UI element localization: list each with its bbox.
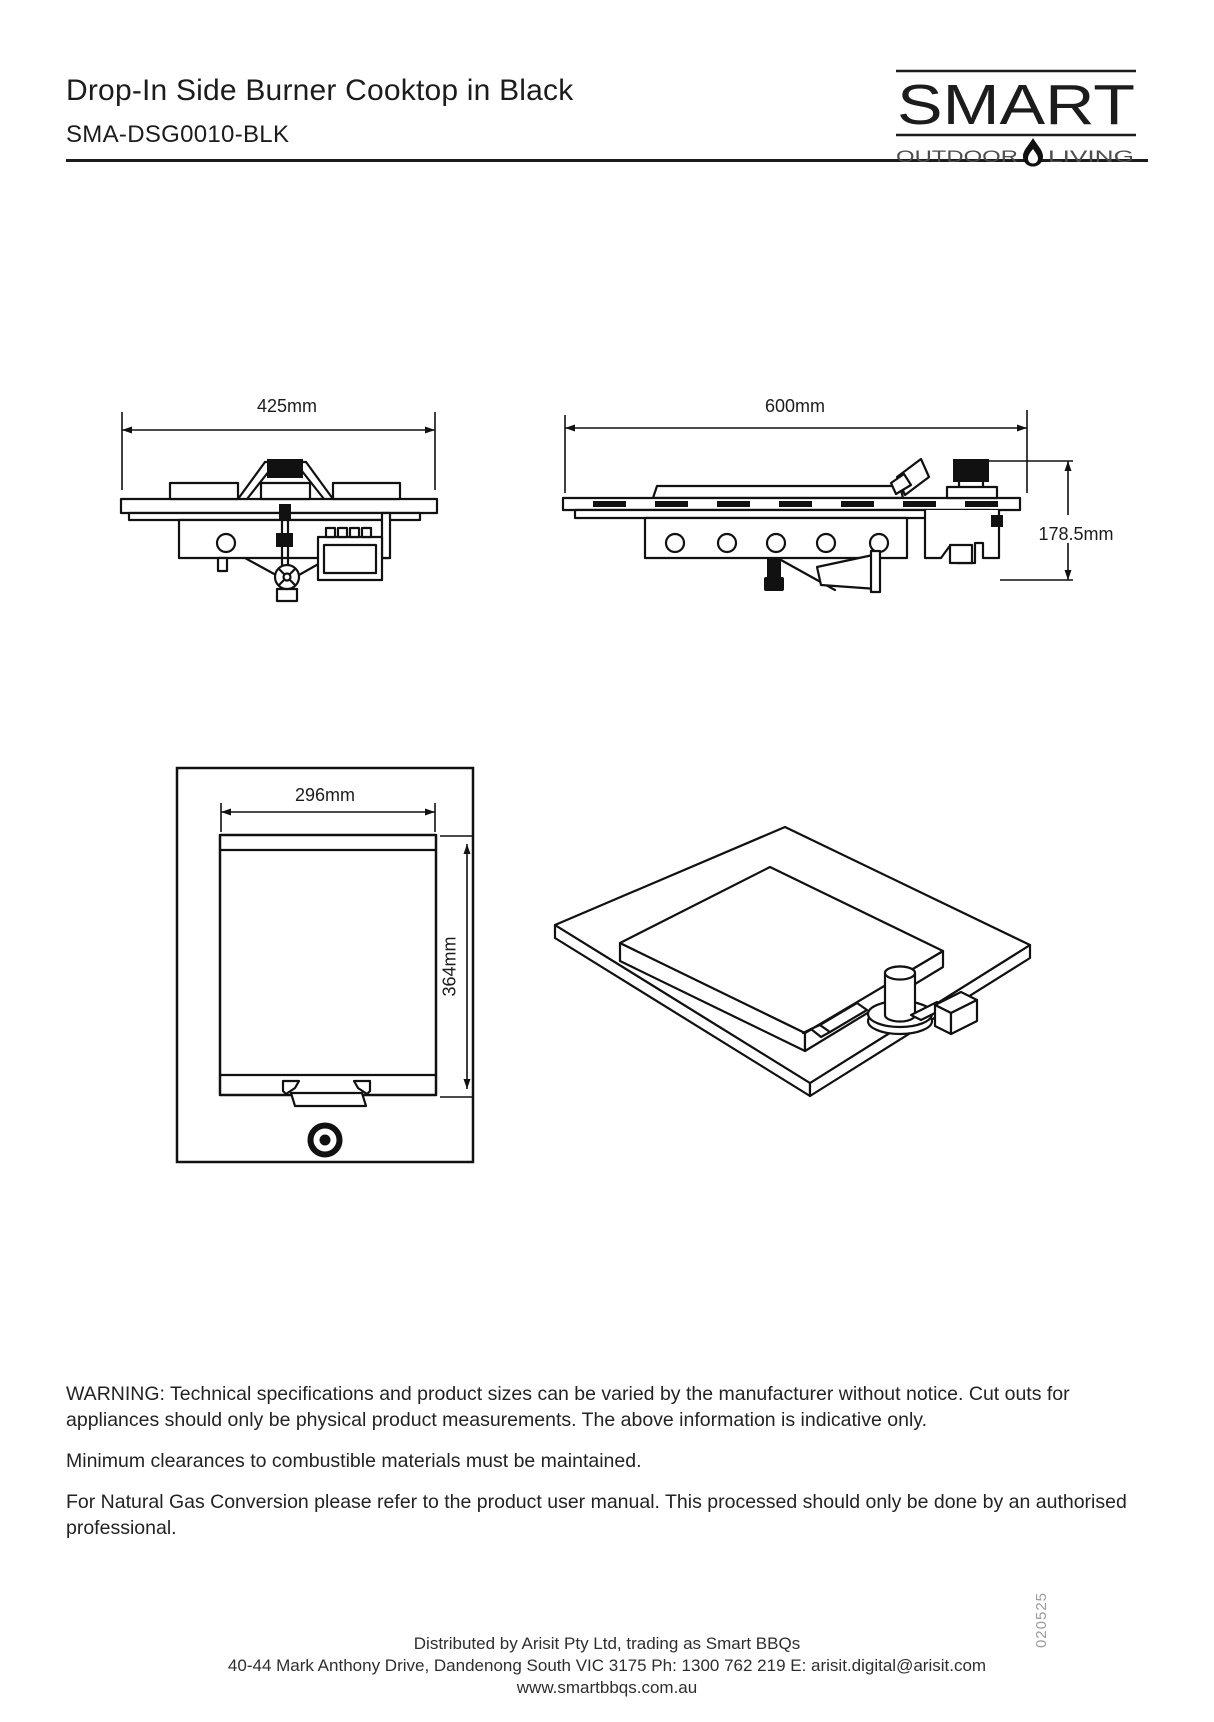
logo-tagline-living: LIVING [1048,148,1134,166]
dim-label-296mm: 296mm [294,785,356,805]
footer-address: 40-44 Mark Anthony Drive, Dandenong Sout… [227,1656,987,1675]
gas-conversion-note: For Natural Gas Conversion please refer … [66,1491,1127,1539]
footer-distributor: Distributed by Arisit Pty Ltd, trading a… [413,1634,801,1653]
logo-tagline-outdoor: OUTDOOR [896,148,1018,166]
dim-label-178-5mm: 178.5mm [1038,524,1114,544]
product-model-code: SMA-DSG0010-BLK [66,121,290,148]
side-view-dimension-lines [121,412,436,490]
top-view-panel [218,833,438,1158]
top-view-drawing [175,766,475,1164]
iso-knob [866,965,934,1036]
logo-brand-text: SMART [897,73,1135,137]
notes-block: WARNING: Technical specifications and pr… [66,1381,1150,1556]
front-view-drawing [561,410,1073,594]
page-title: Drop-In Side Burner Cooktop in Black [66,74,574,107]
header-divider [66,159,1148,162]
brand-logo: SMART OUTDOOR LIVING [896,69,1136,167]
document-code: 020525 [1033,1591,1050,1649]
dim-label-600mm: 600mm [764,396,826,416]
warning-note: WARNING: Technical specifications and pr… [66,1383,1070,1431]
dim-label-364mm: 364mm [439,936,460,997]
front-view-outline [561,457,1022,594]
footer: Distributed by Arisit Pty Ltd, trading a… [0,1633,1214,1699]
iso-mounting-bracket [909,990,979,1036]
side-view-drawing [119,412,439,603]
clearance-note: Minimum clearances to combustible materi… [66,1450,642,1472]
side-view-outline [119,459,439,603]
dim-label-425mm: 425mm [256,396,318,416]
isometric-outline [553,825,1032,1098]
isometric-view-drawing [553,825,1032,1098]
flame-icon [1023,138,1043,167]
footer-website: www.smartbbqs.com.au [516,1678,698,1697]
top-view-dimension-lines [220,803,472,1098]
front-view-dimension-lines [564,410,1073,581]
